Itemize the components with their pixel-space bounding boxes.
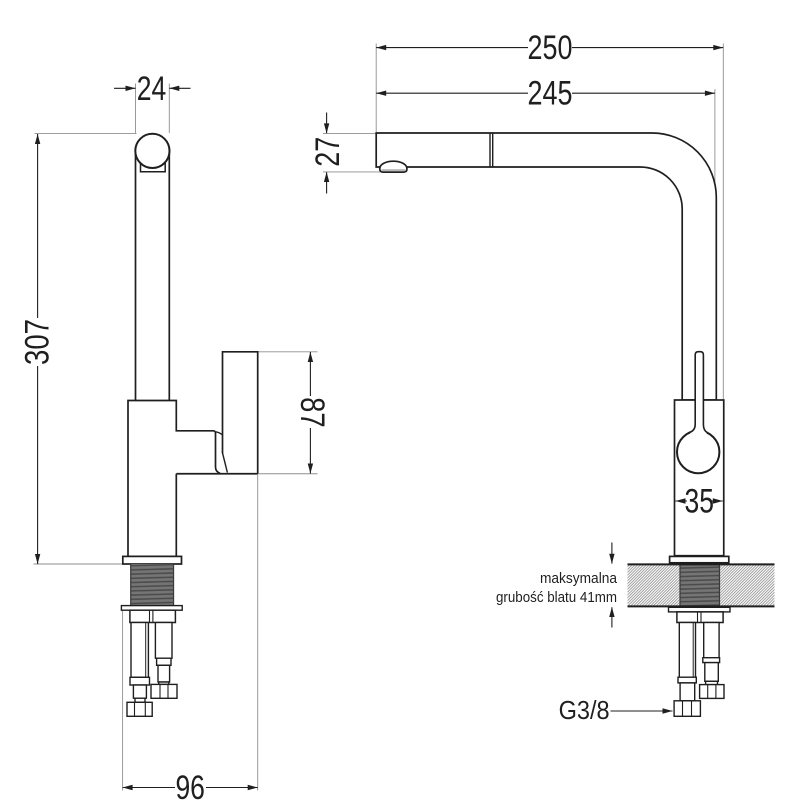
svg-text:grubość blatu 41mm: grubość blatu 41mm	[496, 590, 617, 606]
svg-text:G3/8: G3/8	[559, 697, 610, 725]
svg-text:87: 87	[293, 397, 331, 428]
svg-text:245: 245	[528, 75, 573, 113]
svg-text:307: 307	[19, 319, 57, 365]
svg-text:250: 250	[528, 29, 573, 67]
svg-text:24: 24	[137, 70, 167, 108]
svg-text:27: 27	[309, 137, 347, 167]
svg-text:maksymalna: maksymalna	[540, 571, 618, 587]
svg-text:35: 35	[685, 483, 715, 521]
svg-text:96: 96	[175, 769, 205, 800]
